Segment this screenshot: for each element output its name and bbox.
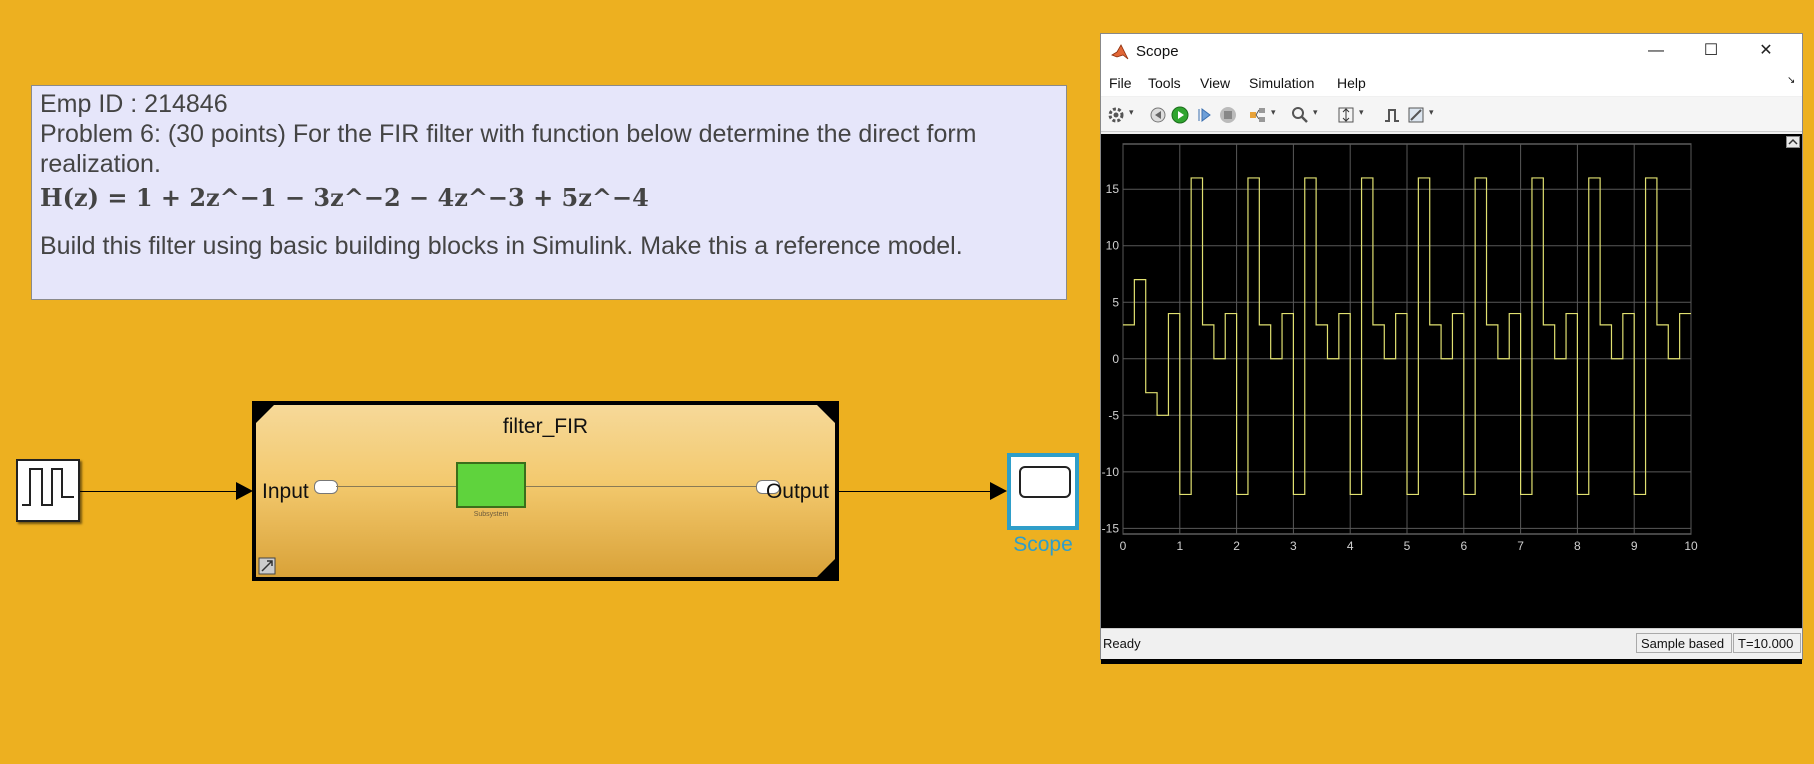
- menu-view[interactable]: View: [1200, 75, 1231, 91]
- highlight-signal-icon[interactable]: [1249, 106, 1267, 124]
- y-tick-label: -15: [1102, 521, 1120, 535]
- scope-window: Scope — ☐ ✕ File Tools View Simulation H…: [1100, 33, 1803, 664]
- signal-source-block[interactable]: [16, 459, 80, 522]
- menu-simulation[interactable]: Simulation: [1249, 75, 1315, 91]
- scope-block[interactable]: [1007, 453, 1079, 530]
- menu-help[interactable]: Help: [1337, 75, 1366, 91]
- x-tick-label: 6: [1460, 539, 1467, 553]
- signal-trace: [1123, 177, 1691, 496]
- output-port-label: Output: [765, 480, 829, 503]
- arrow-head-input: [236, 482, 253, 500]
- dock-arrow-icon[interactable]: ↘: [1787, 75, 1796, 86]
- scope-menubar: File Tools View Simulation Help ↘: [1101, 70, 1802, 96]
- y-tick-label: 0: [1112, 352, 1119, 366]
- scope-statusbar: Ready Sample based T=10.000: [1101, 628, 1802, 659]
- measurements-icon[interactable]: [1407, 106, 1425, 124]
- step-back-icon[interactable]: [1149, 106, 1167, 124]
- close-button[interactable]: ✕: [1759, 42, 1773, 59]
- scope-titlebar[interactable]: Scope — ☐ ✕: [1101, 34, 1802, 70]
- scale-axes-icon[interactable]: [1337, 106, 1355, 124]
- transfer-function-text: H(z) = 1 + 2z^−1 − 3z^−2 − 4z^−3 + 5z^−4: [40, 183, 649, 212]
- model-title: filter_FIR: [502, 415, 589, 438]
- subsystem-label: Subsystem: [473, 511, 509, 518]
- x-tick-label: 1: [1176, 539, 1183, 553]
- scope-screen-icon: [1019, 466, 1071, 498]
- x-tick-label: 9: [1631, 539, 1638, 553]
- menu-tools[interactable]: Tools: [1148, 75, 1181, 91]
- status-mode-box: Sample based: [1636, 633, 1732, 653]
- x-tick-label: 3: [1290, 539, 1297, 553]
- scale-dropdown-icon[interactable]: ▾: [1359, 107, 1364, 117]
- input-port-label: Input: [262, 480, 309, 503]
- model-reference-block[interactable]: filter_FIR Input Subsystem Output: [252, 401, 839, 581]
- scope-block-label: Scope: [1013, 533, 1073, 556]
- step-forward-icon[interactable]: [1195, 106, 1213, 124]
- scope-window-title: Scope: [1136, 43, 1179, 60]
- x-tick-label: 5: [1404, 539, 1411, 553]
- signal-line-output[interactable]: [839, 491, 994, 492]
- corner-mark-tr: [817, 405, 835, 423]
- y-tick-label: 10: [1106, 239, 1120, 253]
- square-wave-icon: [22, 468, 74, 506]
- signal-line-input[interactable]: [80, 491, 240, 492]
- menu-file[interactable]: File: [1109, 75, 1132, 91]
- internal-wire-out: [526, 486, 756, 487]
- run-icon[interactable]: [1171, 106, 1189, 124]
- status-ready-text: Ready: [1103, 636, 1141, 651]
- minimize-button[interactable]: —: [1648, 42, 1664, 59]
- y-tick-label: -10: [1102, 465, 1120, 479]
- problem-text: Problem 6: (30 points) For the FIR filte…: [40, 120, 977, 178]
- corner-mark-br: [817, 559, 835, 577]
- x-tick-label: 4: [1347, 539, 1354, 553]
- x-tick-label: 2: [1233, 539, 1240, 553]
- stop-icon[interactable]: [1219, 106, 1237, 124]
- x-tick-label: 0: [1120, 539, 1127, 553]
- model-ref-icon: [258, 557, 276, 575]
- instruction-text: Build this filter using basic building b…: [40, 232, 963, 260]
- highlight-dropdown-icon[interactable]: ▾: [1271, 107, 1276, 117]
- x-tick-label: 7: [1517, 539, 1524, 553]
- arrow-head-output: [990, 482, 1007, 500]
- x-tick-label: 10: [1684, 539, 1698, 553]
- corner-mark-tl: [256, 405, 274, 423]
- status-time-box: T=10.000: [1733, 633, 1801, 653]
- triggers-icon[interactable]: [1383, 106, 1401, 124]
- settings-dropdown-icon[interactable]: ▾: [1129, 107, 1134, 117]
- scope-plot-svg[interactable]: 0 1 2 3 4 5 6 7 8 9 10 -15 -10 -5 0 5 10 15: [1101, 134, 1802, 664]
- settings-gear-icon[interactable]: [1107, 106, 1125, 124]
- matlab-logo-icon: [1111, 44, 1129, 60]
- internal-wire-in: [336, 486, 456, 487]
- zoom-icon[interactable]: [1291, 106, 1309, 124]
- restore-axes-icon[interactable]: [1786, 136, 1800, 148]
- y-tick-label: 5: [1112, 295, 1119, 309]
- plot-area[interactable]: 0 1 2 3 4 5 6 7 8 9 10 -15 -10 -5 0 5 10 15: [1101, 134, 1802, 664]
- y-tick-label: -5: [1108, 408, 1119, 422]
- emp-id-text: Emp ID : 214846: [40, 90, 228, 118]
- x-tick-label: 8: [1574, 539, 1581, 553]
- inport-pin[interactable]: [314, 480, 338, 494]
- scope-toolbar: ▾ ▾ ▾ ▾ ▾: [1101, 97, 1802, 132]
- problem-annotation: Emp ID : 214846 Problem 6: (30 points) F…: [31, 85, 1067, 300]
- maximize-button[interactable]: ☐: [1703, 42, 1719, 59]
- outport-pin[interactable]: [756, 480, 780, 494]
- zoom-dropdown-icon[interactable]: ▾: [1313, 107, 1318, 117]
- y-tick-label: 15: [1106, 182, 1120, 196]
- measurements-dropdown-icon[interactable]: ▾: [1429, 107, 1434, 117]
- subsystem-block[interactable]: [456, 462, 526, 508]
